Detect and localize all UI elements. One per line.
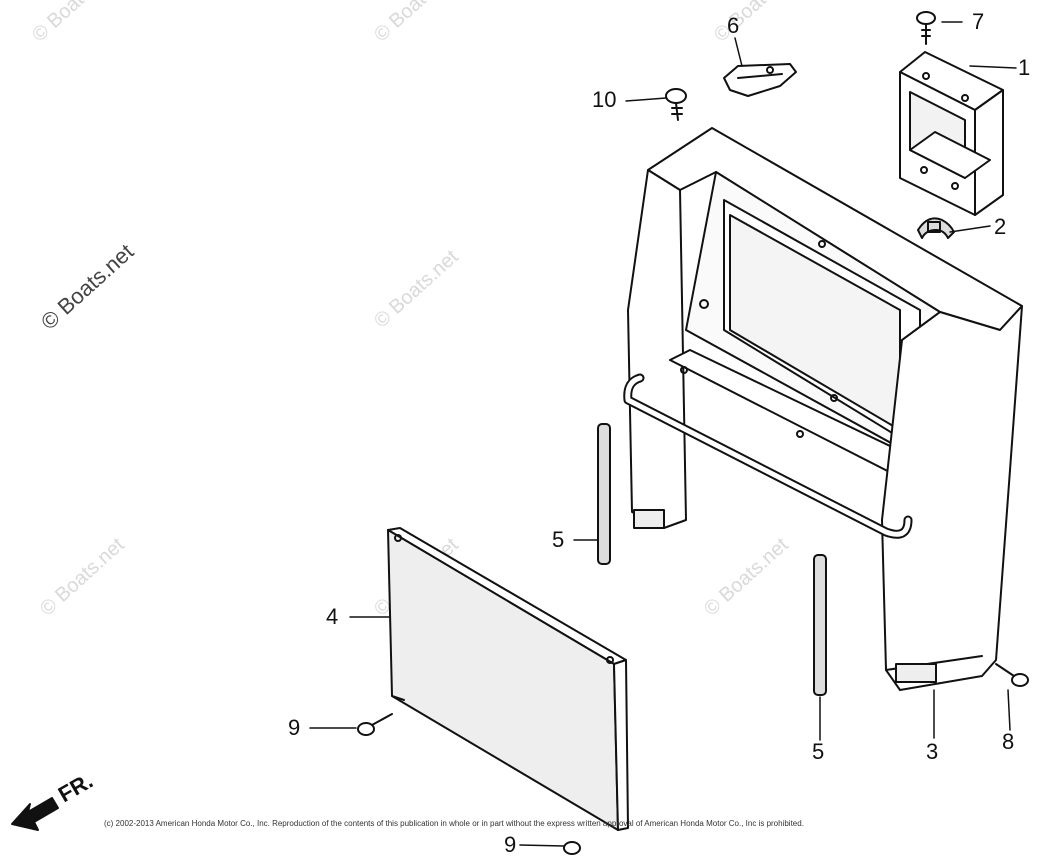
callout-10: 10 bbox=[592, 87, 617, 112]
bolt-9 bbox=[357, 713, 393, 736]
bolt-10 bbox=[665, 88, 687, 121]
callout-7: 7 bbox=[972, 9, 985, 34]
callout-1: 1 bbox=[1018, 55, 1031, 80]
front-arrow-icon bbox=[11, 797, 59, 831]
callout-3: 3 bbox=[926, 739, 939, 764]
seal-strip-upper bbox=[597, 423, 611, 565]
bolt-9b bbox=[563, 841, 581, 855]
copyright-notice: (c) 2002-2013 American Honda Motor Co., … bbox=[104, 819, 804, 828]
clip-part bbox=[917, 217, 955, 239]
frame-part bbox=[623, 127, 1023, 691]
callout-5b: 5 bbox=[812, 739, 825, 764]
seal-strip-lower bbox=[813, 554, 827, 696]
bolt-8 bbox=[995, 663, 1029, 687]
callout-9b: 9 bbox=[504, 832, 517, 857]
panel-part bbox=[387, 527, 629, 831]
callout-4: 4 bbox=[326, 604, 339, 629]
callout-6: 6 bbox=[727, 13, 740, 38]
bolt-7 bbox=[916, 11, 936, 45]
plate-part bbox=[723, 63, 797, 97]
bracket-part bbox=[899, 51, 1004, 216]
callout-9a: 9 bbox=[288, 715, 301, 740]
callout-5a: 5 bbox=[552, 527, 565, 552]
callout-8: 8 bbox=[1002, 729, 1015, 754]
callout-2: 2 bbox=[994, 214, 1007, 239]
